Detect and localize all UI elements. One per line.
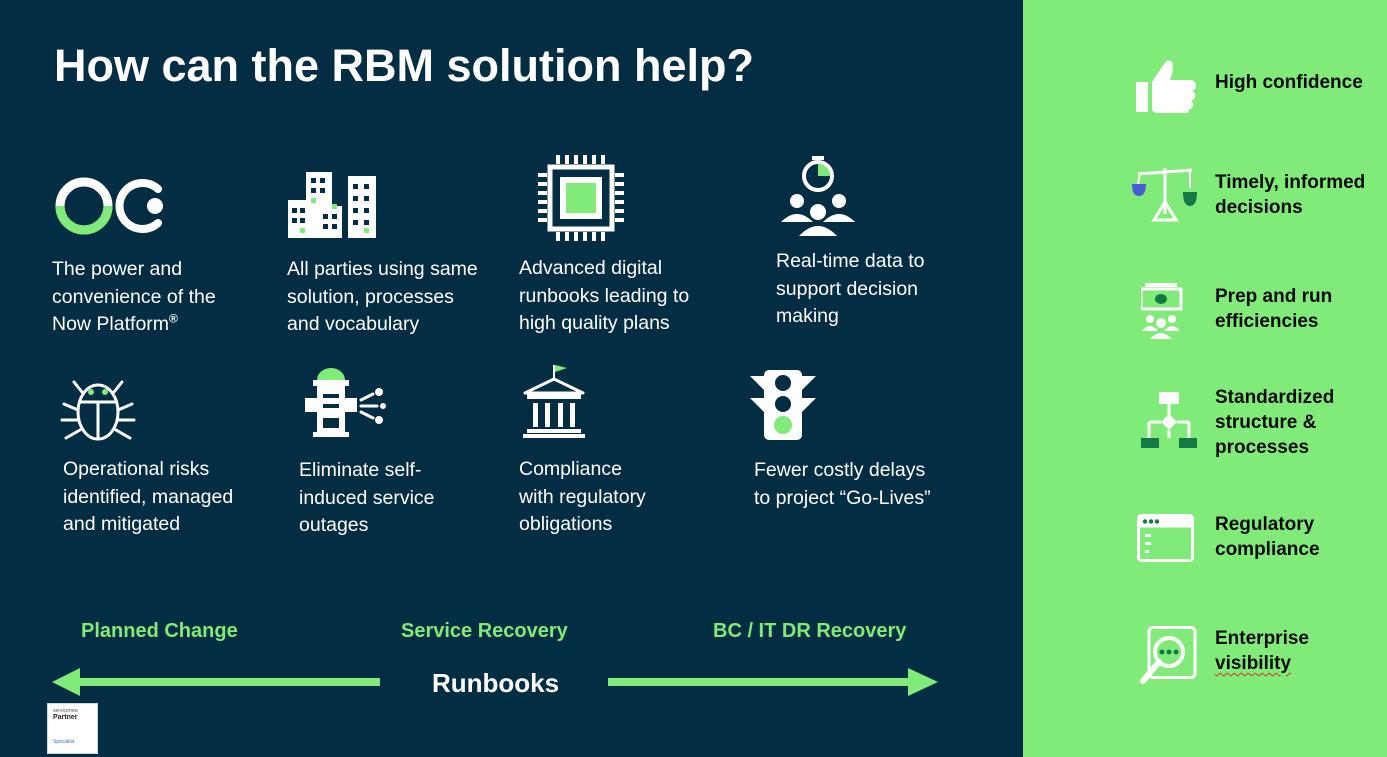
benefit-high-confidence: High confidence: [1215, 72, 1363, 93]
runbooks-label: Runbooks: [432, 668, 560, 698]
main-panel: [0, 0, 1023, 757]
cpu-chip-icon: [538, 155, 626, 246]
government-building-icon: [521, 363, 587, 444]
benefit-enterprise-label: Enterprise: [1215, 628, 1309, 649]
badge-level: Specialist: [53, 739, 75, 745]
category-dr-recovery: BC / IT DR Recovery: [713, 620, 907, 642]
bug-icon: [60, 372, 136, 447]
card-now-platform: The power and convenience of the Now Pla…: [52, 256, 216, 339]
thumbs-up-icon: [1136, 58, 1198, 119]
card-now-platform-text: The power and convenience of the Now Pla…: [52, 258, 216, 335]
flowchart-icon: [1141, 392, 1197, 455]
category-planned-change: Planned Change: [81, 620, 238, 642]
badge-partner: Partner: [53, 714, 78, 721]
registered-mark: ®: [169, 311, 178, 326]
browser-window-icon: [1137, 514, 1194, 567]
benefits-panel: [1023, 0, 1387, 757]
team-stopwatch-icon: [777, 156, 859, 243]
page-title: How can the RBM solution help?: [54, 40, 754, 91]
card-real-time-data: Real-time data to support decision makin…: [776, 250, 925, 327]
category-service-recovery: Service Recovery: [401, 620, 568, 642]
card-operational-risks: Operational risks identified, managed an…: [63, 458, 234, 535]
money-team-icon: [1139, 281, 1183, 344]
benefit-prep-run-efficiencies: Prep and run efficiencies: [1215, 286, 1333, 332]
traffic-light-icon: [750, 370, 816, 445]
benefit-standardized: Standardized structure & processes: [1215, 387, 1335, 458]
partner-badge: servicenow Partner Specialist: [47, 703, 98, 754]
benefit-visibility-label: visibility: [1215, 653, 1292, 674]
card-compliance: Compliance with regulatory obligations: [519, 458, 646, 535]
buildings-icon: [288, 170, 378, 245]
card-eliminate-outages: Eliminate self- induced service outages: [299, 459, 435, 536]
badge-brand: servicenow: [53, 708, 79, 714]
card-all-parties: All parties using same solution, process…: [287, 258, 478, 335]
now-platform-logo-icon: [54, 175, 169, 242]
left-arrow-icon: [52, 668, 382, 701]
benefit-timely-decisions: Timely, informed decisions: [1215, 172, 1366, 218]
balance-scale-icon: [1132, 166, 1198, 227]
fire-hydrant-icon: [303, 364, 387, 443]
benefit-enterprise-visibility: Enterprise visibility: [1215, 626, 1309, 676]
magnifier-icon: [1139, 626, 1197, 691]
benefit-regulatory-compliance: Regulatory compliance: [1215, 514, 1320, 560]
card-fewer-delays: Fewer costly delays to project “Go-Lives…: [754, 459, 931, 509]
card-digital-runbooks: Advanced digital runbooks leading to hig…: [519, 257, 690, 334]
right-arrow-icon: [608, 668, 938, 701]
